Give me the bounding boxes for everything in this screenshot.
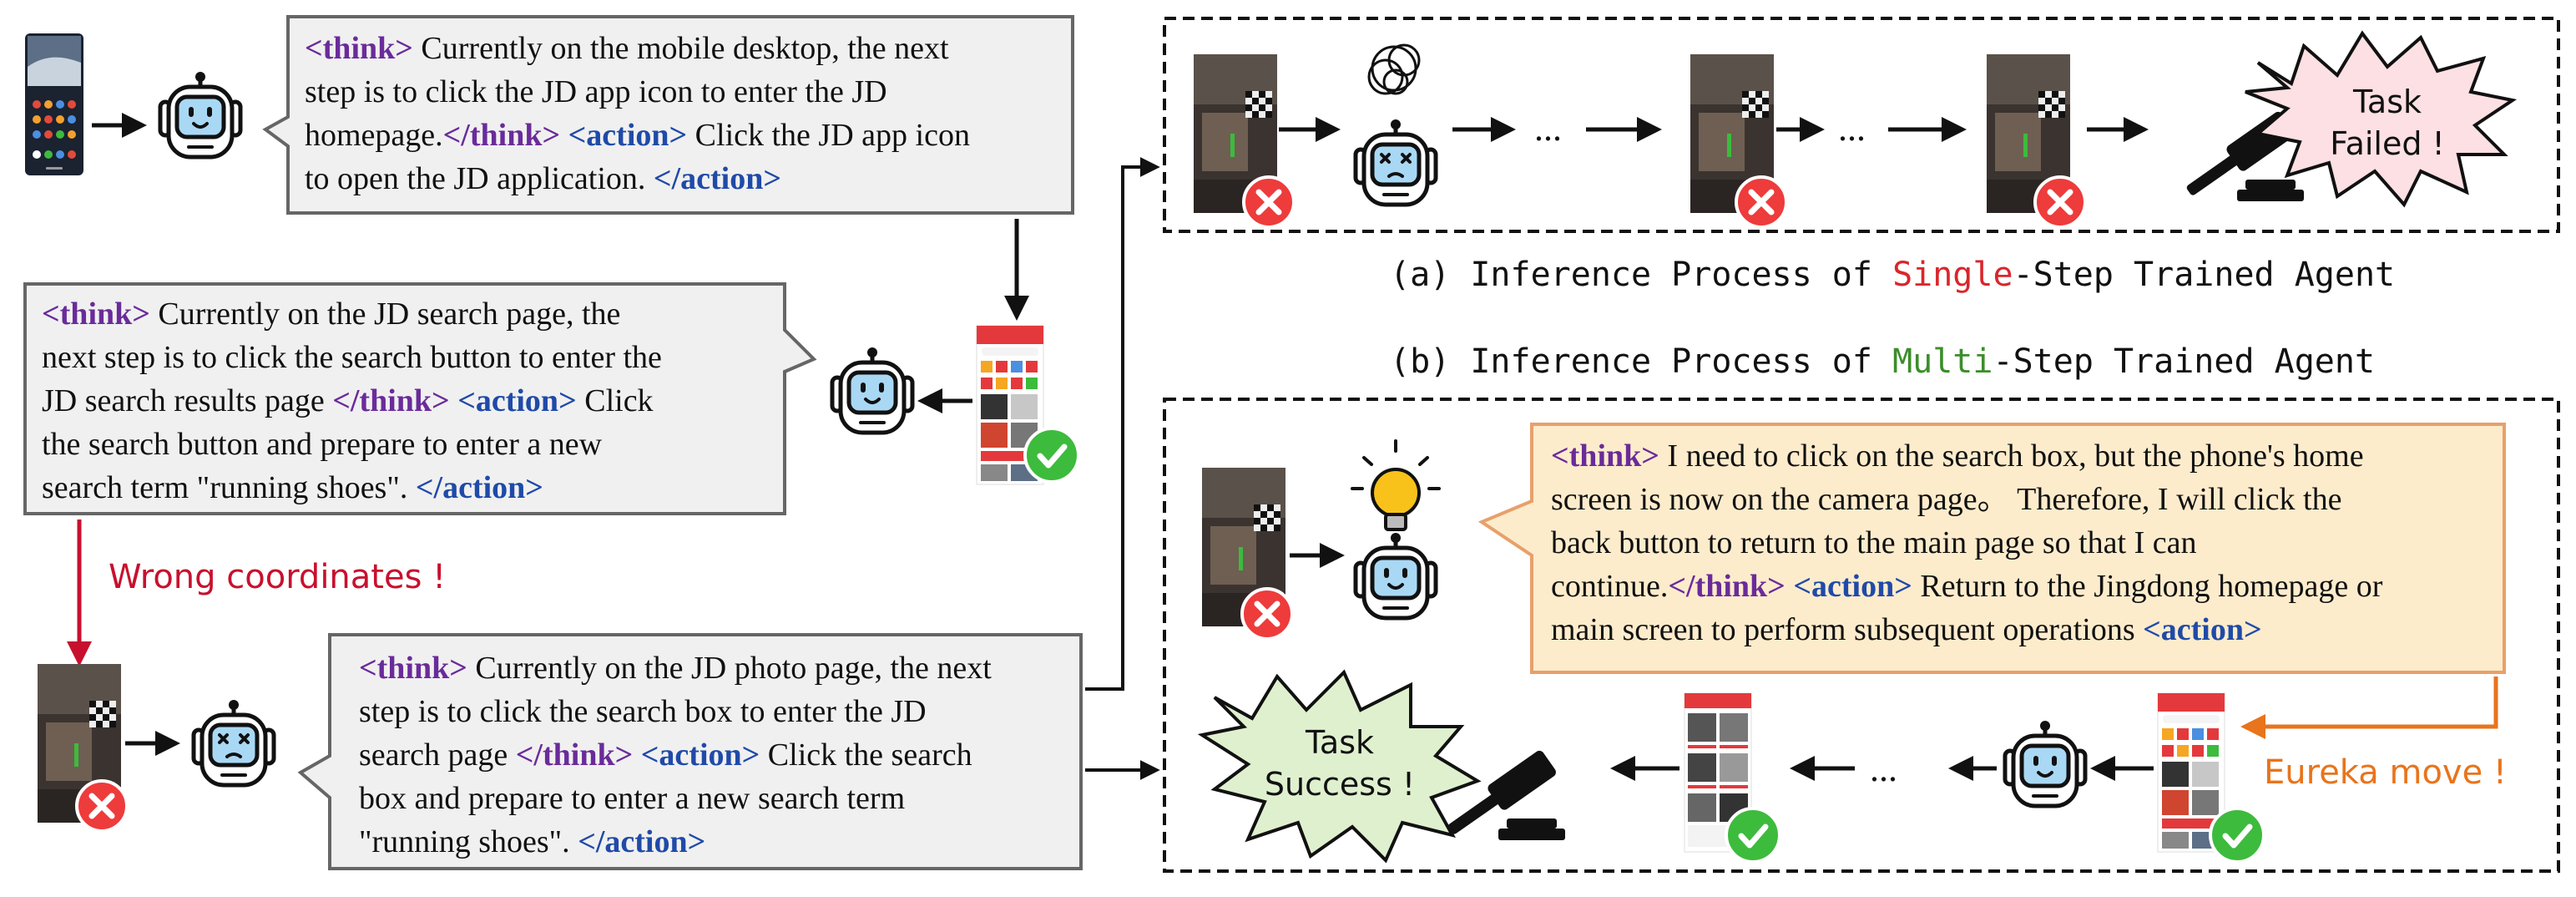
lightbulb-icon xyxy=(1351,439,1441,531)
task-failed-line2: Failed ! xyxy=(2330,125,2445,162)
bubble2-line4: the search button and prepare to enter a… xyxy=(42,427,603,462)
think-open-tag: <think> xyxy=(1551,438,1659,474)
ellipsis: ... xyxy=(1838,108,1866,149)
bubble4-line3: back button to return to the main page s… xyxy=(1551,525,2197,560)
caption-a-highlight: Single xyxy=(1892,256,2013,294)
think-close-tag: </think> xyxy=(1668,569,1785,604)
task-failed-burst: Task Failed ! xyxy=(2245,30,2518,208)
think-open-tag: <think> xyxy=(305,31,413,66)
task-failed-line1: Task xyxy=(2352,84,2422,120)
svg-text:<think> Currently on the JD se: <think> Currently on the JD search page,… xyxy=(42,296,620,332)
connector-to-panel-a xyxy=(1085,157,1160,691)
think-close-tag: </think> xyxy=(516,737,633,773)
bubble2-line5: search term "running shoes". xyxy=(42,470,416,505)
svg-text:<think> I need to click on the: <think> I need to click on the search bo… xyxy=(1551,438,2364,474)
svg-text:main screen to perform subsequ: main screen to perform subsequent operat… xyxy=(1551,612,2262,647)
caption-b-prefix: (b) Inference Process of xyxy=(1390,342,1892,381)
svg-text:JD search results page </think: JD search results page </think> <action>… xyxy=(42,383,654,418)
caption-b-highlight: Multi xyxy=(1892,342,1993,381)
cross-icon xyxy=(1244,177,1294,227)
eureka-arrow xyxy=(2240,677,2498,739)
robot-icon xyxy=(2005,721,2085,806)
bubble1-line4: to open the JD application. xyxy=(305,161,654,196)
dizzy-robot-icon xyxy=(1356,119,1436,205)
task-success-burst: Task Success ! xyxy=(1197,669,1482,864)
svg-text:<think> Currently on the JD ph: <think> Currently on the JD photo page, … xyxy=(359,651,992,686)
think-close-tag: </think> xyxy=(332,383,449,418)
bubble2-line1: Currently on the JD search page, the xyxy=(150,296,621,332)
bubble3-line1: Currently on the JD photo page, the next xyxy=(467,651,992,686)
svg-text:search term "running shoes". <: search term "running shoes". </action> xyxy=(42,470,543,505)
cross-icon xyxy=(77,781,127,831)
svg-text:homepage.</think> <action> Cli: homepage.</think> <action> Click the JD … xyxy=(305,118,970,153)
svg-text:continue.</think> <action> Ret: continue.</think> <action> Return to the… xyxy=(1551,569,2383,604)
think-bubble-2: <think> Currently on the JD search page,… xyxy=(23,282,817,515)
panel-b-frame xyxy=(1163,398,2560,873)
cross-icon xyxy=(1736,177,1786,227)
bubble4-line5: main screen to perform subsequent operat… xyxy=(1551,612,2143,647)
dizzy-robot-icon xyxy=(194,700,274,785)
bubble4-line4: continue. xyxy=(1551,569,1668,604)
panel-a-frame xyxy=(1163,17,2560,233)
bubble3-line2: step is to click the search box to enter… xyxy=(359,694,927,729)
think-bubble-1: <think> Currently on the mobile desktop,… xyxy=(262,15,1074,215)
caption-b: (b) Inference Process of Multi-Step Trai… xyxy=(1390,342,2375,381)
bubble1-line3b: Click the JD app icon xyxy=(687,118,970,153)
svg-text:to open the JD application. </: to open the JD application. </action> xyxy=(305,161,781,196)
bubble4-line2: screen is now on the camera page。 Theref… xyxy=(1551,482,2341,517)
bubble3-line3b: Click the search xyxy=(760,737,972,773)
svg-text:<think> Currently on the mobil: <think> Currently on the mobile desktop,… xyxy=(305,31,949,66)
bubble3-line4: box and prepare to enter a new search te… xyxy=(359,781,905,816)
action-close-tag: </action> xyxy=(416,470,543,505)
caption-a-suffix: -Step Trained Agent xyxy=(2013,256,2396,294)
home-screen-screenshot xyxy=(25,33,83,175)
eureka-move-label: Eureka move ! xyxy=(2264,753,2507,792)
cross-icon xyxy=(1242,589,1292,639)
check-icon xyxy=(1726,808,1780,862)
bubble1-line2: step is to click the JD app icon to ente… xyxy=(305,74,887,109)
bubble2-line3b: Click xyxy=(577,383,654,418)
think-open-tag: <think> xyxy=(359,651,467,686)
caption-b-suffix: -Step Trained Agent xyxy=(1993,342,2375,381)
bubble3-line3: search page xyxy=(359,737,516,773)
action-close-tag: </action> xyxy=(654,161,781,196)
gavel-icon xyxy=(1447,748,1565,840)
action-open-tag: <action> xyxy=(568,118,688,153)
think-close-tag: </think> xyxy=(443,118,560,153)
task-success-line2: Success ! xyxy=(1265,766,1415,803)
bubble1-line1: Currently on the mobile desktop, the nex… xyxy=(413,31,949,66)
check-icon xyxy=(2210,808,2264,862)
caption-a-prefix: (a) Inference Process of xyxy=(1390,256,1892,294)
ellipsis: ... xyxy=(1534,108,1562,149)
action-open-tag: <action> xyxy=(641,737,760,773)
bubble2-line2: next step is to click the search button … xyxy=(42,340,662,375)
check-icon xyxy=(1025,428,1078,482)
ellipsis: ... xyxy=(1870,748,1897,789)
think-open-tag: <think> xyxy=(42,296,150,332)
robot-icon xyxy=(160,72,240,157)
bubble4-line4b: Return to the Jingdong homepage or xyxy=(1912,569,2383,604)
action-open-tag: <action> xyxy=(1793,569,1912,604)
think-bubble-3: <think> Currently on the JD photo page, … xyxy=(297,633,1083,870)
think-bubble-4: <think> I need to click on the search bo… xyxy=(1477,423,2506,674)
robot-icon xyxy=(832,347,912,433)
svg-text:"running shoes". </action>: "running shoes". </action> xyxy=(359,824,705,859)
caption-a: (a) Inference Process of Single-Step Tra… xyxy=(1390,256,2395,294)
robot-icon xyxy=(1356,533,1436,618)
bubble1-line3: homepage. xyxy=(305,118,443,153)
wrong-coordinates-label: Wrong coordinates ! xyxy=(109,558,446,596)
cross-icon xyxy=(2035,177,2085,227)
action-close-tag: </action> xyxy=(578,824,705,859)
action-open-tag: <action> xyxy=(457,383,577,418)
tangled-thought-icon xyxy=(1367,43,1421,95)
task-success-line1: Task xyxy=(1305,724,1374,761)
bubble3-line5: "running shoes". xyxy=(359,824,578,859)
bubble2-line3: JD search results page xyxy=(42,383,332,418)
action-open-tag: <action> xyxy=(2143,612,2262,647)
svg-text:search page </think> <action>: search page </think> <action> Click the … xyxy=(359,737,972,773)
bubble4-line1: I need to click on the search box, but t… xyxy=(1659,438,2364,474)
